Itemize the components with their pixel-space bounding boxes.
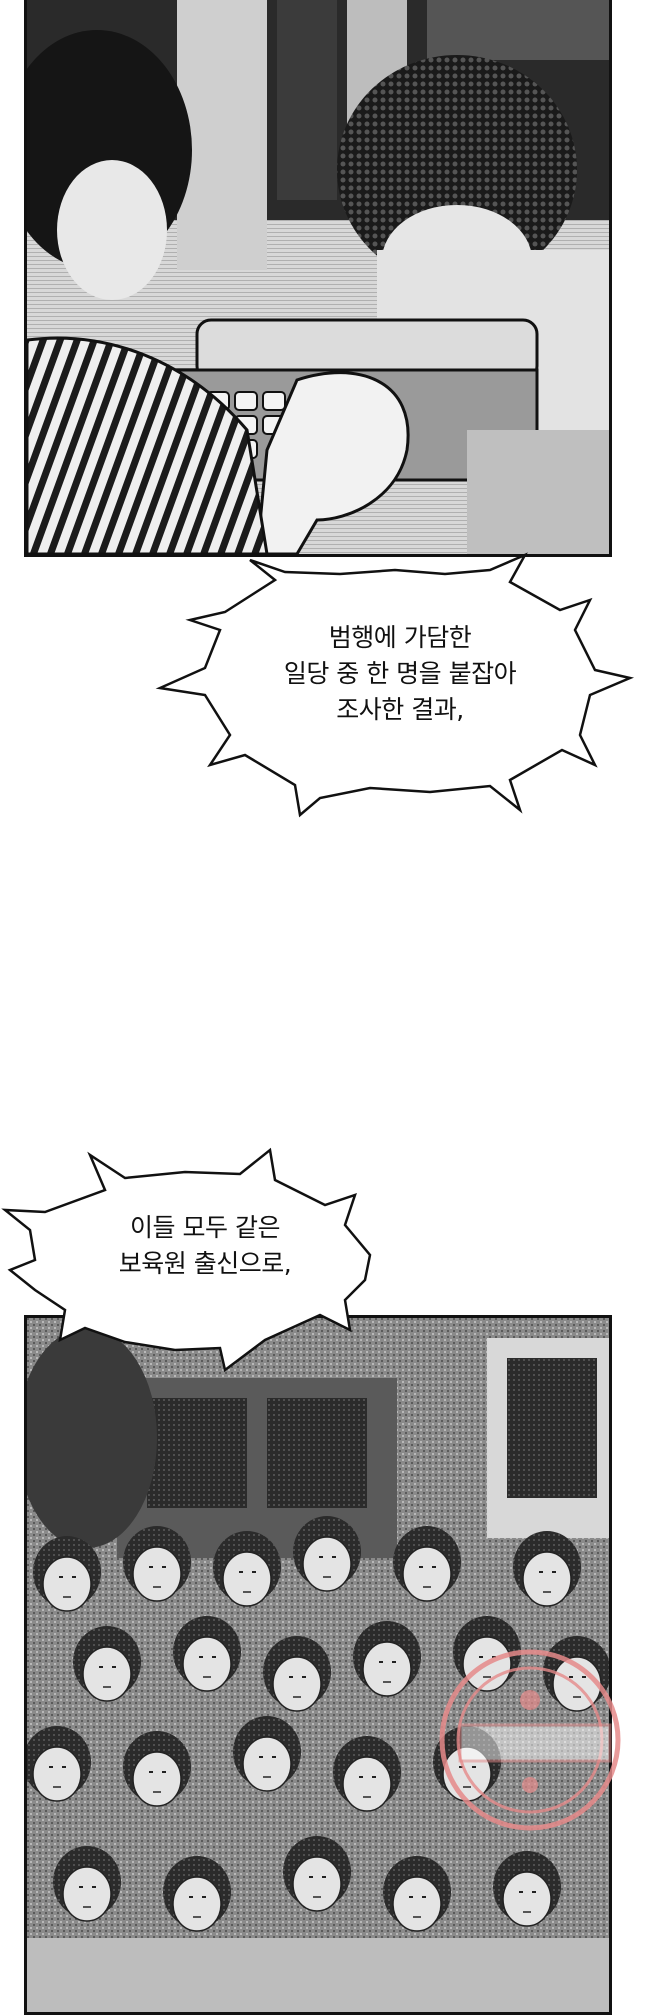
panel-orphanage-children bbox=[24, 1315, 612, 2015]
speech-bubble-first: 범행에 가담한 일당 중 한 명을 붙잡아 조사한 결과, bbox=[155, 552, 635, 818]
bubble-line: 조사한 결과, bbox=[336, 695, 464, 724]
bubble-text-second: 이들 모두 같은 보육원 출신으로, bbox=[25, 1210, 385, 1282]
bubble-line: 범행에 가담한 bbox=[328, 623, 472, 652]
speech-bubble-second: 이들 모두 같은 보육원 출신으로, bbox=[1, 1147, 385, 1380]
bubble-line: 이들 모두 같은 bbox=[130, 1213, 280, 1242]
bubble-text-first: 범행에 가담한 일당 중 한 명을 붙잡아 조사한 결과, bbox=[190, 620, 610, 728]
stamp-seal-icon bbox=[439, 1649, 621, 1831]
spiky-bubble-outline bbox=[155, 552, 635, 818]
spiky-bubble-outline bbox=[1, 1147, 372, 1373]
bubble-line: 보육원 출신으로, bbox=[118, 1249, 292, 1278]
panel-typewriter-scene bbox=[24, 0, 612, 557]
typewriter-scene-illustration bbox=[27, 0, 609, 554]
watermark-stamp bbox=[430, 1640, 630, 1840]
bubble-line: 일당 중 한 명을 붙잡아 bbox=[283, 659, 517, 688]
orphanage-children-illustration bbox=[27, 1318, 609, 2012]
